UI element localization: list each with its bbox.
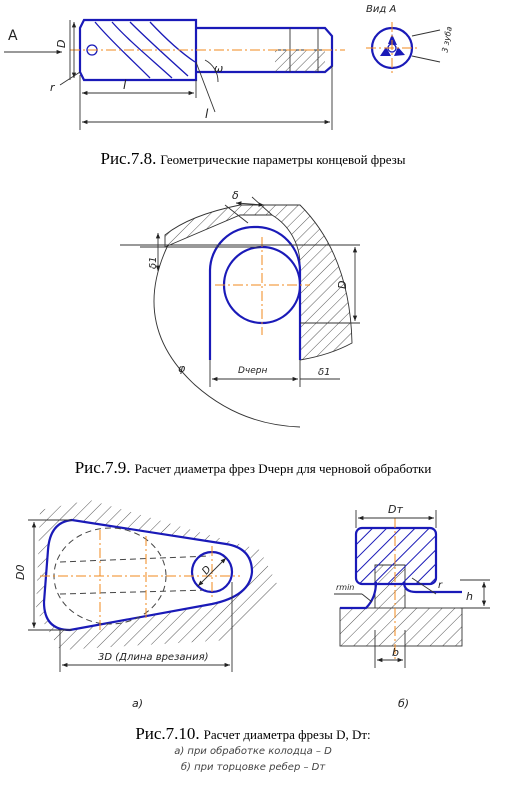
- caption-fig-7-10-line-b: б) при торцовке ребер – Dт: [180, 762, 326, 773]
- dim-r-label: r: [438, 580, 443, 591]
- caption-fig-7-9-number: Рис.7.9.: [74, 458, 131, 477]
- material-hatched: [164, 204, 353, 361]
- rib-view-b: [339, 518, 463, 660]
- view-arrow-label: A: [8, 28, 18, 44]
- pocket-contour: [208, 225, 302, 360]
- dim-D-rough-label: Dчерн: [238, 366, 267, 376]
- workpiece-arc: [153, 244, 301, 428]
- view-a-cross-section: [366, 22, 441, 74]
- dim-angle-label: ω: [214, 62, 223, 75]
- caption-fig-7-10-text: Расчет диаметра фрезы D, Dт:: [203, 727, 371, 742]
- fig2-dimensions: [120, 196, 360, 387]
- dim-rmin-label: rmin: [336, 583, 354, 592]
- dim-r-label: r: [50, 81, 56, 94]
- figure-end-mill: A D r l l ω Вид А: [4, 4, 454, 130]
- view-z-label: 3 зуба: [440, 26, 453, 54]
- fig3a-dimensions: [28, 519, 233, 672]
- caption-fig-7-10: Рис.7.10. Расчет диаметра фрезы D, Dт:: [0, 724, 506, 744]
- caption-fig-7-8-number: Рис.7.8.: [100, 149, 157, 168]
- sub-label-b: б): [398, 697, 409, 710]
- dimension-lines: [59, 20, 333, 130]
- dim-l2-label: l: [205, 107, 209, 121]
- dim-delta1-left-label: δ1: [148, 257, 159, 269]
- caption-fig-7-9-text: Расчет диаметра фрез Dчерн для черновой …: [134, 461, 432, 476]
- figure-cutter-diameters: D0 D 3D (Длина врезания) а) Dт rmin h r …: [14, 500, 490, 710]
- pocket-view-a: [36, 500, 280, 650]
- dim-h-label: h: [466, 590, 473, 603]
- dim-phi-label: φ: [178, 362, 186, 375]
- caption-fig-7-10-number: Рис.7.10.: [135, 724, 200, 743]
- sub-label-a: а): [132, 697, 143, 710]
- figure-rough-diameter: δ δ1 D Dчерн δ1 φ: [120, 189, 360, 428]
- dim-D0-label: D0: [14, 565, 27, 580]
- dim-D-label: D: [336, 281, 349, 289]
- dim-l1-label: l: [123, 78, 127, 92]
- dim-b-label: b: [392, 646, 399, 659]
- dim-delta-label: δ: [232, 189, 239, 202]
- dim-Dt-label: Dт: [388, 503, 403, 516]
- caption-fig-7-9: Рис.7.9. Расчет диаметра фрез Dчерн для …: [0, 458, 506, 478]
- caption-fig-7-10-line-a: а) при обработке колодца – D: [174, 746, 332, 757]
- dim-delta1-bottom-label: δ1: [318, 367, 330, 378]
- fig3b-dimensions: [334, 510, 490, 668]
- view-title: Вид А: [366, 4, 396, 15]
- caption-fig-7-8: Рис.7.8. Геометрические параметры концев…: [0, 149, 506, 169]
- dim-D-label: D: [55, 40, 68, 48]
- dim-length-label: 3D (Длина врезания): [98, 652, 208, 663]
- caption-fig-7-8-text: Геометрические параметры концевой фрезы: [160, 152, 406, 167]
